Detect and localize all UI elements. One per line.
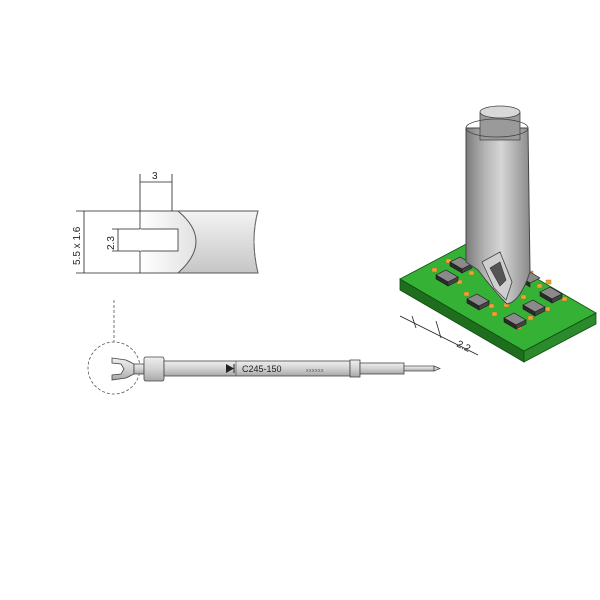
tip-head <box>143 356 165 382</box>
tip-pin-end <box>433 365 441 372</box>
part-number-label: C245-150 <box>242 364 282 374</box>
tip-on-pcb <box>465 105 531 305</box>
width-dimension-label: 3 <box>152 171 158 182</box>
tip-cylinder-rim <box>465 118 529 138</box>
tip-cylinder <box>465 127 531 305</box>
pitch-dimension-label: 2.2 <box>455 339 473 355</box>
height-dimension-label: 5.5 x 1.6 <box>72 226 83 265</box>
slot-dimension-label: 2.3 <box>106 236 117 250</box>
pcb-top-face <box>399 240 597 352</box>
tip-rod <box>359 362 405 375</box>
slot-dimension: 2.3 <box>106 228 140 252</box>
marking-label: xxxxxx <box>306 368 324 374</box>
tip-barrel-rim <box>479 105 521 119</box>
direction-arrow-icon <box>226 364 234 373</box>
tip-side-view: C245-150 xxxxxx <box>87 300 441 395</box>
fork-tip <box>111 357 135 381</box>
height-dimension: 5.5 x 1.6 <box>72 210 140 274</box>
tip-pin <box>403 365 435 372</box>
tip-collar <box>349 359 361 378</box>
width-dimension: 3 <box>139 171 173 211</box>
pcb-illustration: 2.2 <box>399 105 597 363</box>
tip-detail-view: 3 5.5 x 1.6 2.3 <box>72 171 259 274</box>
blade-slot <box>139 228 179 252</box>
tip-neck <box>133 363 145 375</box>
tip-fork-slot <box>489 261 507 287</box>
break-line <box>253 210 259 274</box>
